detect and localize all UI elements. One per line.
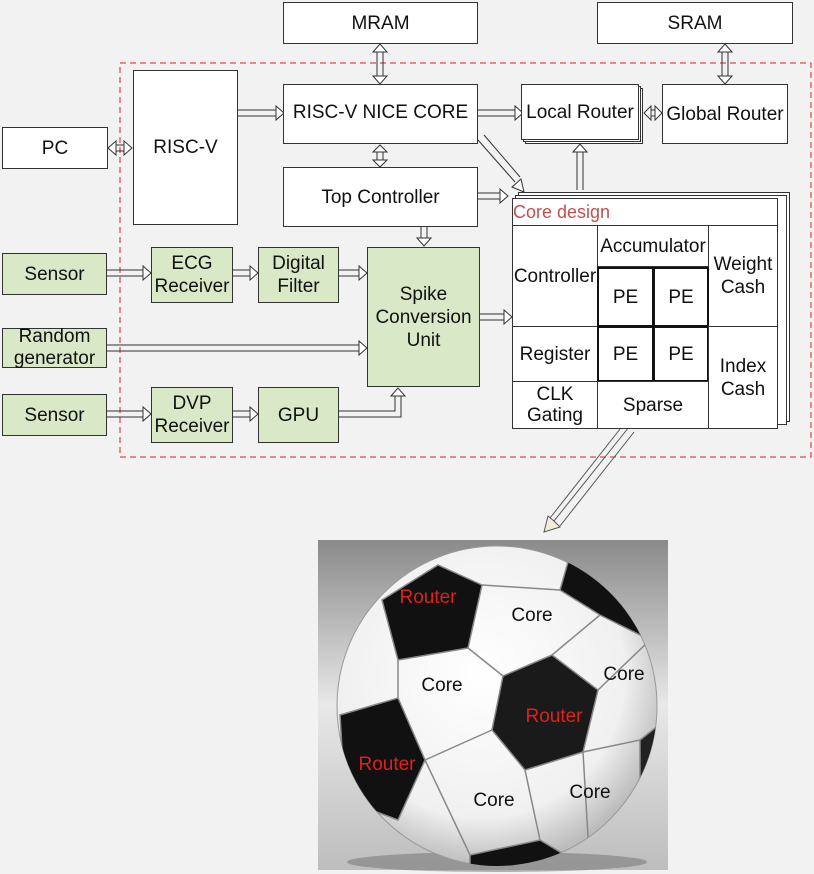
sensor-label-1: Sensor	[24, 263, 85, 285]
core-index-cash: Index Cash	[708, 326, 778, 429]
core-register: Register	[512, 326, 598, 382]
riscv-block: RISC-V	[133, 70, 238, 225]
spike-conversion-block: Spike Conversion Unit	[367, 247, 480, 387]
nice-core-block: RISC-V NICE CORE	[283, 84, 478, 144]
global-router-label: Global Router	[666, 103, 784, 125]
system-boundary	[119, 62, 812, 458]
sensor-label-2: Sensor	[24, 404, 85, 426]
ball-label-core-4: Core	[569, 781, 611, 803]
nice-core-label: RISC-V NICE CORE	[292, 102, 469, 123]
arrow-sensor-dvp	[107, 405, 152, 423]
sensor-block-2: Sensor	[2, 394, 107, 436]
ball-label-core-5: Core	[473, 789, 515, 811]
top-controller-label: Top Controller	[321, 186, 440, 208]
mram-label: MRAM	[351, 12, 410, 34]
ball-label-core-1: Core	[511, 604, 553, 626]
ecg-receiver-label: ECG Receiver	[154, 253, 230, 297]
arrow-ecg-digital	[233, 264, 259, 282]
top-controller-block: Top Controller	[283, 167, 478, 227]
arrow-mram-nice	[371, 43, 389, 85]
pc-block: PC	[2, 127, 108, 169]
arrow-digital-spike	[339, 264, 368, 282]
sram-block: SRAM	[597, 2, 793, 44]
core-controller-label: Controller	[513, 265, 597, 287]
core-controller: Controller	[512, 225, 598, 327]
digital-filter-block: Digital Filter	[258, 247, 339, 303]
ball-label-router-1: Router	[399, 586, 457, 608]
core-pe-label: PE	[612, 286, 639, 308]
core-pe-label: PE	[612, 343, 639, 365]
arrow-gpu-spike	[339, 387, 407, 418]
ball-label-router-2: Router	[525, 705, 583, 727]
ball-label-router-3: Router	[358, 753, 416, 775]
arrow-core-local	[571, 143, 589, 190]
arrow-riscv-nice	[238, 104, 285, 122]
gpu-label: GPU	[277, 404, 320, 426]
local-router-label: Local Router	[526, 101, 634, 123]
dvp-receiver-block: DVP Receiver	[151, 387, 233, 443]
core-clk-gating-label: CLK Gating	[527, 384, 583, 426]
arrow-local-global	[643, 104, 663, 122]
riscv-label: RISC-V	[153, 137, 218, 158]
core-weight-cash-label: Weight Cash	[713, 254, 773, 298]
pentagon-top-left	[381, 564, 483, 661]
ecg-receiver-block: ECG Receiver	[151, 247, 233, 303]
arrow-nice-core-diag	[477, 134, 525, 193]
arrows	[107, 43, 734, 533]
core-sparse-label: Sparse	[622, 394, 684, 416]
arrow-nice-topctrl	[371, 144, 389, 168]
core-index-cash-label: Index Cash	[719, 355, 767, 400]
pentagon-bottom	[469, 839, 593, 866]
sensor-block-1: Sensor	[2, 253, 107, 295]
core-sparse: Sparse	[597, 381, 709, 429]
arrow-sram-global	[716, 43, 734, 85]
ball-label-core-3: Core	[421, 674, 463, 696]
arrow-nice-local	[478, 104, 524, 122]
arrow-topctrl-spike	[415, 227, 433, 247]
mram-block: MRAM	[283, 2, 478, 44]
core-pe-label: PE	[668, 286, 694, 308]
pc-label: PC	[41, 137, 69, 159]
arrow-dvp-gpu	[233, 405, 259, 423]
arrow-spike-core	[480, 308, 513, 326]
local-router-block: Local Router	[521, 84, 639, 140]
ball-label-core-2: Core	[603, 663, 645, 685]
global-router-block: Global Router	[662, 84, 788, 144]
arrow-core-ball	[543, 423, 635, 533]
arrow-pc-riscv	[107, 139, 133, 157]
core-clk-gating: CLK Gating	[512, 381, 598, 429]
spike-conversion-label: Spike Conversion Unit	[375, 283, 472, 351]
gpu-block: GPU	[258, 387, 339, 443]
core-weight-cash: Weight Cash	[708, 225, 778, 327]
arrow-random-spike	[107, 339, 368, 357]
random-generator-block: Random generator	[2, 326, 107, 369]
dvp-receiver-label: DVP Receiver	[154, 393, 230, 437]
core-register-label: Register	[519, 343, 591, 365]
core-pe-2: PE	[653, 267, 709, 327]
core-accumulator: Accumulator	[597, 225, 709, 267]
arrow-topctrl-core	[478, 187, 509, 205]
core-design-title: Core design	[513, 202, 611, 222]
core-accumulator-label: Accumulator	[600, 235, 706, 257]
random-generator-label: Random generator	[13, 326, 96, 369]
digital-filter-label: Digital Filter	[272, 253, 325, 297]
arrow-sensor-ecg	[107, 264, 152, 282]
sram-label: SRAM	[667, 12, 723, 34]
core-pe-label: PE	[668, 343, 694, 365]
